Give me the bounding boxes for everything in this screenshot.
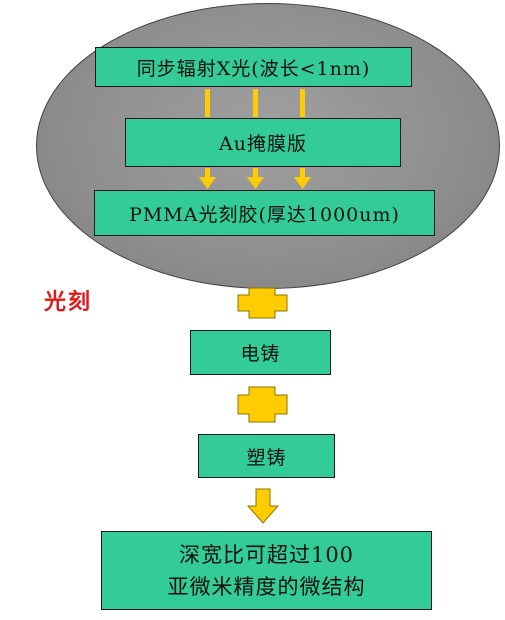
down-arrow-icon [199,168,216,189]
result-line-1: 深宽比可超过100 [178,542,355,567]
down-arrow-icon [247,168,264,189]
lithography-label: 光刻 [44,289,93,315]
down-arrow-icon [246,488,280,524]
result-box: 深宽比可超过100 亚微米精度的微结构 [101,531,432,610]
plus-connector-icon [237,287,288,319]
synchrotron-xray-box: 同步辐射X光(波长<1nm) [95,47,412,87]
down-arrow-icon [253,89,258,117]
molding-box: 塑铸 [198,434,335,478]
electroforming-box: 电铸 [190,330,331,375]
pmma-resist-box: PMMA光刻胶(厚达1000um) [94,190,435,236]
result-line-2: 亚微米精度的微结构 [167,574,366,599]
down-arrow-icon [294,168,311,189]
plus-connector-icon [237,386,288,423]
down-arrow-icon [205,89,210,117]
down-arrow-icon [300,89,305,117]
au-mask-box: Au掩膜版 [125,118,401,167]
